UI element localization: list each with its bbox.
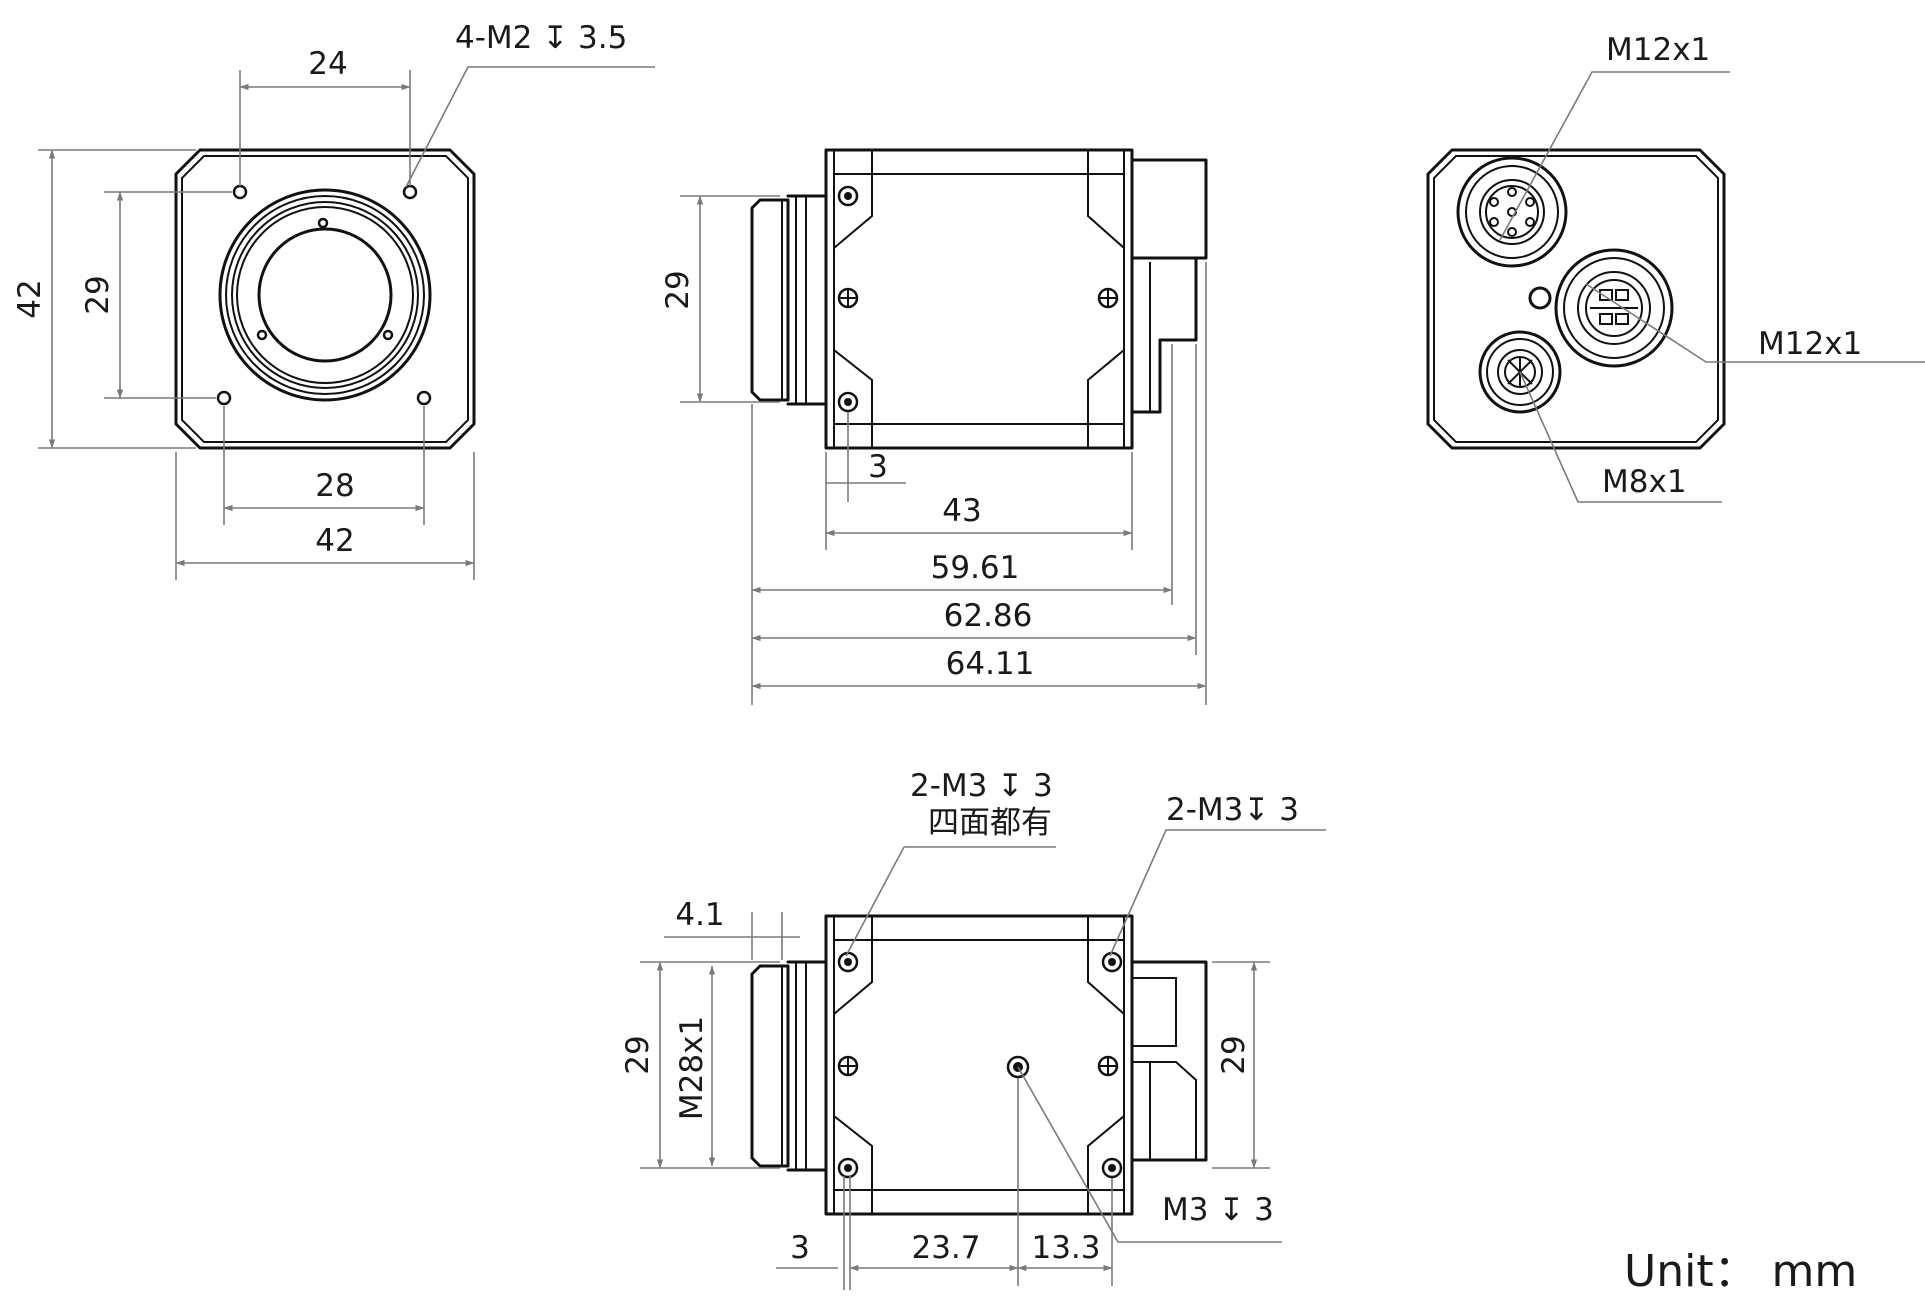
screw-cross — [840, 1058, 856, 1074]
dim-label-flange: 4.1 — [675, 897, 724, 933]
m12-connector-top — [1456, 156, 1568, 268]
dim-label-length-3: 64.11 — [946, 646, 1035, 682]
m2-hole — [216, 390, 232, 406]
unit-label: Unit： mm — [1624, 1246, 1857, 1297]
dim-label-height: 29 — [660, 270, 696, 309]
side-body-outline — [824, 148, 1134, 450]
side-view: 29 3 43 59.61 62.86 64.11 — [660, 148, 1208, 705]
chamfer-profile-left — [833, 150, 873, 448]
dim-label-height-right: 29 — [1216, 1035, 1252, 1074]
rear-body-outline — [1426, 148, 1726, 450]
connector-label-bottom: M8x1 — [1602, 464, 1687, 500]
hole-center — [844, 1164, 852, 1172]
connector-detail — [1132, 977, 1197, 1160]
callout-leader — [405, 66, 655, 188]
lens-mount-ring-3 — [231, 201, 419, 389]
chamfer-profile-left — [833, 916, 873, 1214]
connector-label-right: M12x1 — [1758, 326, 1862, 362]
hole-center — [1108, 958, 1116, 966]
connector-m12 — [1130, 158, 1208, 260]
dim-label-b: 13.3 — [1031, 1230, 1100, 1266]
callout-leader — [1585, 283, 1925, 363]
callout-left-line1: 2-M3 ↧ 3 — [910, 768, 1053, 804]
hole-center — [844, 398, 852, 406]
dim-label-body: 43 — [942, 493, 981, 529]
dim-label-thread: M28x1 — [674, 1016, 710, 1120]
lens-flange — [750, 964, 790, 1168]
m2-hole — [232, 184, 248, 200]
dim-label-a: 23.7 — [911, 1230, 980, 1266]
dim-label-holes-bottom: 28 — [315, 468, 354, 504]
front-body-outline — [174, 148, 476, 450]
screw-cross — [1100, 1058, 1116, 1074]
connector-m12 — [1130, 960, 1208, 1162]
rear-view: M12x1 M12x1 M8x1 — [1426, 32, 1925, 503]
callout-leader — [1017, 1066, 1282, 1243]
lens-flange — [750, 198, 790, 402]
callout-center: M3 ↧ 3 — [1162, 1192, 1274, 1228]
callout-leader — [1519, 371, 1722, 503]
hole-center — [844, 958, 852, 966]
lens-mount-ring-outer — [218, 188, 432, 402]
screw-cross — [840, 290, 856, 306]
callout-left-line2: 四面都有 — [928, 805, 1052, 841]
screw-cross — [1100, 290, 1116, 306]
dim-label-length-2: 62.86 — [944, 598, 1033, 634]
rear-body-inner-outline — [1433, 155, 1719, 443]
hole-center — [1108, 1164, 1116, 1172]
mount-screw — [382, 329, 394, 341]
bottom-view: 4.1 2-M3 ↧ 3 四面都有 2-M3↧ 3 M3 ↧ 3 29 M28x… — [620, 768, 1326, 1290]
connector-m12-2 — [1130, 256, 1198, 414]
mount-screw — [256, 329, 268, 341]
dim-label-height-outer: 42 — [12, 279, 48, 318]
hole-center — [844, 192, 852, 200]
dim-label-width: 42 — [315, 523, 354, 559]
m2-hole — [416, 390, 432, 406]
dim-label-offset: 3 — [868, 449, 888, 485]
callout-leader — [845, 846, 1056, 957]
front-view: 24 4-M2 ↧ 3.5 42 29 28 42 — [12, 20, 655, 580]
lens-mount-ring-2 — [225, 195, 425, 395]
callout-leader — [1499, 71, 1730, 241]
mount-screw — [317, 217, 329, 229]
callout-holes: 4-M2 ↧ 3.5 — [455, 20, 627, 56]
m2-hole — [402, 184, 418, 200]
rear-hole — [1528, 286, 1552, 310]
connector-label-top: M12x1 — [1606, 32, 1710, 68]
callout-leader — [1109, 829, 1326, 957]
chamfer-profile-right — [1087, 150, 1125, 448]
dim-label-offset: 3 — [790, 1230, 810, 1266]
m12-connector-right — [1554, 248, 1674, 368]
lens-mount-ring-4 — [236, 206, 414, 384]
chamfer-profile-right — [1087, 916, 1125, 1214]
dim-label-height-holes: 29 — [80, 275, 116, 314]
lens-aperture — [257, 227, 393, 363]
front-body-inner-outline — [181, 155, 469, 443]
bottom-body-outline — [824, 914, 1134, 1216]
dim-label-height-left: 29 — [620, 1035, 656, 1074]
dim-label-holes-top: 24 — [308, 46, 347, 82]
dim-label-length-1: 59.61 — [931, 550, 1020, 586]
callout-right: 2-M3↧ 3 — [1166, 792, 1299, 828]
